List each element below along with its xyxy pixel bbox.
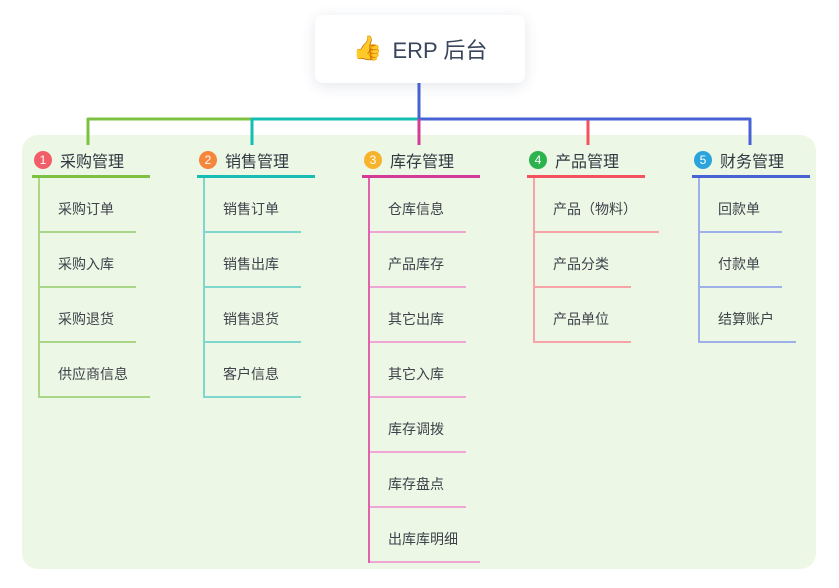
mindmap-panel	[22, 135, 816, 569]
child-label: 采购退货	[58, 311, 114, 327]
branch-number-badge: 4	[529, 151, 547, 169]
child-label: 产品库存	[388, 256, 444, 272]
branch: 5 财务管理 回款单付款单结算账户	[692, 145, 839, 343]
branch-header[interactable]: 4 产品管理	[527, 145, 645, 178]
child-node[interactable]: 出库库明细	[368, 508, 480, 563]
child-node[interactable]: 客户信息	[203, 343, 301, 398]
child-label: 产品单位	[553, 311, 609, 327]
branch-trunk-line	[38, 178, 40, 398]
child-label: 仓库信息	[388, 201, 444, 217]
branch: 4 产品管理 产品（物料） 产品分类产品单位	[527, 145, 697, 343]
branch-number-badge: 2	[199, 151, 217, 169]
branch: 3 库存管理 仓库信息产品库存其它出库其它入库库存调拨库存盘点出库库明细	[362, 145, 532, 563]
branch-children: 产品（物料） 产品分类产品单位	[527, 178, 659, 343]
branch-children: 仓库信息产品库存其它出库其它入库库存调拨库存盘点出库库明细	[362, 178, 480, 563]
child-label: 采购订单	[58, 201, 114, 217]
child-node[interactable]: 产品单位	[533, 288, 631, 343]
child-node[interactable]: 库存调拨	[368, 398, 466, 453]
branch-label: 产品管理	[555, 154, 620, 171]
root-title: ERP 后台	[392, 38, 488, 63]
child-label: 客户信息	[223, 366, 279, 382]
branch-trunk-line	[698, 178, 700, 343]
child-label: 库存盘点	[388, 476, 444, 492]
branch-header[interactable]: 1 采购管理	[32, 145, 150, 178]
branch-trunk-line	[203, 178, 205, 398]
branch-number-badge: 5	[694, 151, 712, 169]
branch-children: 回款单付款单结算账户	[692, 178, 796, 343]
branch-number-badge: 3	[364, 151, 382, 169]
child-node[interactable]: 采购退货	[38, 288, 136, 343]
child-label: 出库库明细	[388, 531, 458, 547]
child-label: 销售出库	[223, 256, 279, 272]
branch-children: 销售订单销售出库销售退货客户信息	[197, 178, 301, 398]
child-label: 回款单	[718, 201, 760, 217]
connector-line	[250, 117, 419, 145]
child-node[interactable]: 采购入库	[38, 233, 136, 288]
branch-header[interactable]: 3 库存管理	[362, 145, 480, 178]
child-node[interactable]: 产品库存	[368, 233, 466, 288]
connector-line	[417, 83, 752, 145]
child-label: 产品（物料）	[553, 201, 637, 217]
child-node[interactable]: 其它出库	[368, 288, 466, 343]
branch-label: 库存管理	[390, 154, 455, 171]
thumbs-up-icon: 👍	[352, 35, 383, 62]
child-label: 其它出库	[388, 311, 444, 327]
child-label: 销售订单	[223, 201, 279, 217]
child-label: 结算账户	[718, 311, 774, 327]
connector-lines	[86, 83, 752, 145]
child-node[interactable]: 供应商信息	[38, 343, 150, 398]
root-node[interactable]: 👍 ERP 后台	[315, 15, 525, 83]
child-label: 销售退货	[223, 311, 279, 327]
branch-label: 采购管理	[60, 154, 125, 171]
branch-header[interactable]: 2 销售管理	[197, 145, 315, 178]
branch-label: 财务管理	[720, 154, 785, 171]
branch: 1 采购管理 采购订单采购入库采购退货供应商信息	[32, 145, 202, 398]
branch-trunk-line	[533, 178, 535, 343]
child-label: 库存调拨	[388, 421, 444, 437]
child-label: 采购入库	[58, 256, 114, 272]
child-node[interactable]: 产品（物料）	[533, 178, 659, 233]
child-node[interactable]: 产品分类	[533, 233, 631, 288]
child-node[interactable]: 其它入库	[368, 343, 466, 398]
connector-line	[419, 117, 590, 145]
branch: 2 销售管理 销售订单销售出库销售退货客户信息	[197, 145, 367, 398]
child-node[interactable]: 采购订单	[38, 178, 136, 233]
child-label: 产品分类	[553, 256, 609, 272]
child-node[interactable]: 仓库信息	[368, 178, 466, 233]
branch-trunk-line	[368, 178, 370, 563]
child-node[interactable]: 库存盘点	[368, 453, 466, 508]
child-node[interactable]: 回款单	[698, 178, 782, 233]
child-node[interactable]: 付款单	[698, 233, 782, 288]
branch-number-badge: 1	[34, 151, 52, 169]
child-node[interactable]: 销售出库	[203, 233, 301, 288]
child-label: 其它入库	[388, 366, 444, 382]
child-label: 付款单	[718, 256, 760, 272]
child-node[interactable]: 结算账户	[698, 288, 796, 343]
child-label: 供应商信息	[58, 366, 128, 382]
branch-children: 采购订单采购入库采购退货供应商信息	[32, 178, 150, 398]
branch-label: 销售管理	[225, 154, 290, 171]
child-node[interactable]: 销售退货	[203, 288, 301, 343]
branch-header[interactable]: 5 财务管理	[692, 145, 810, 178]
child-node[interactable]: 销售订单	[203, 178, 301, 233]
